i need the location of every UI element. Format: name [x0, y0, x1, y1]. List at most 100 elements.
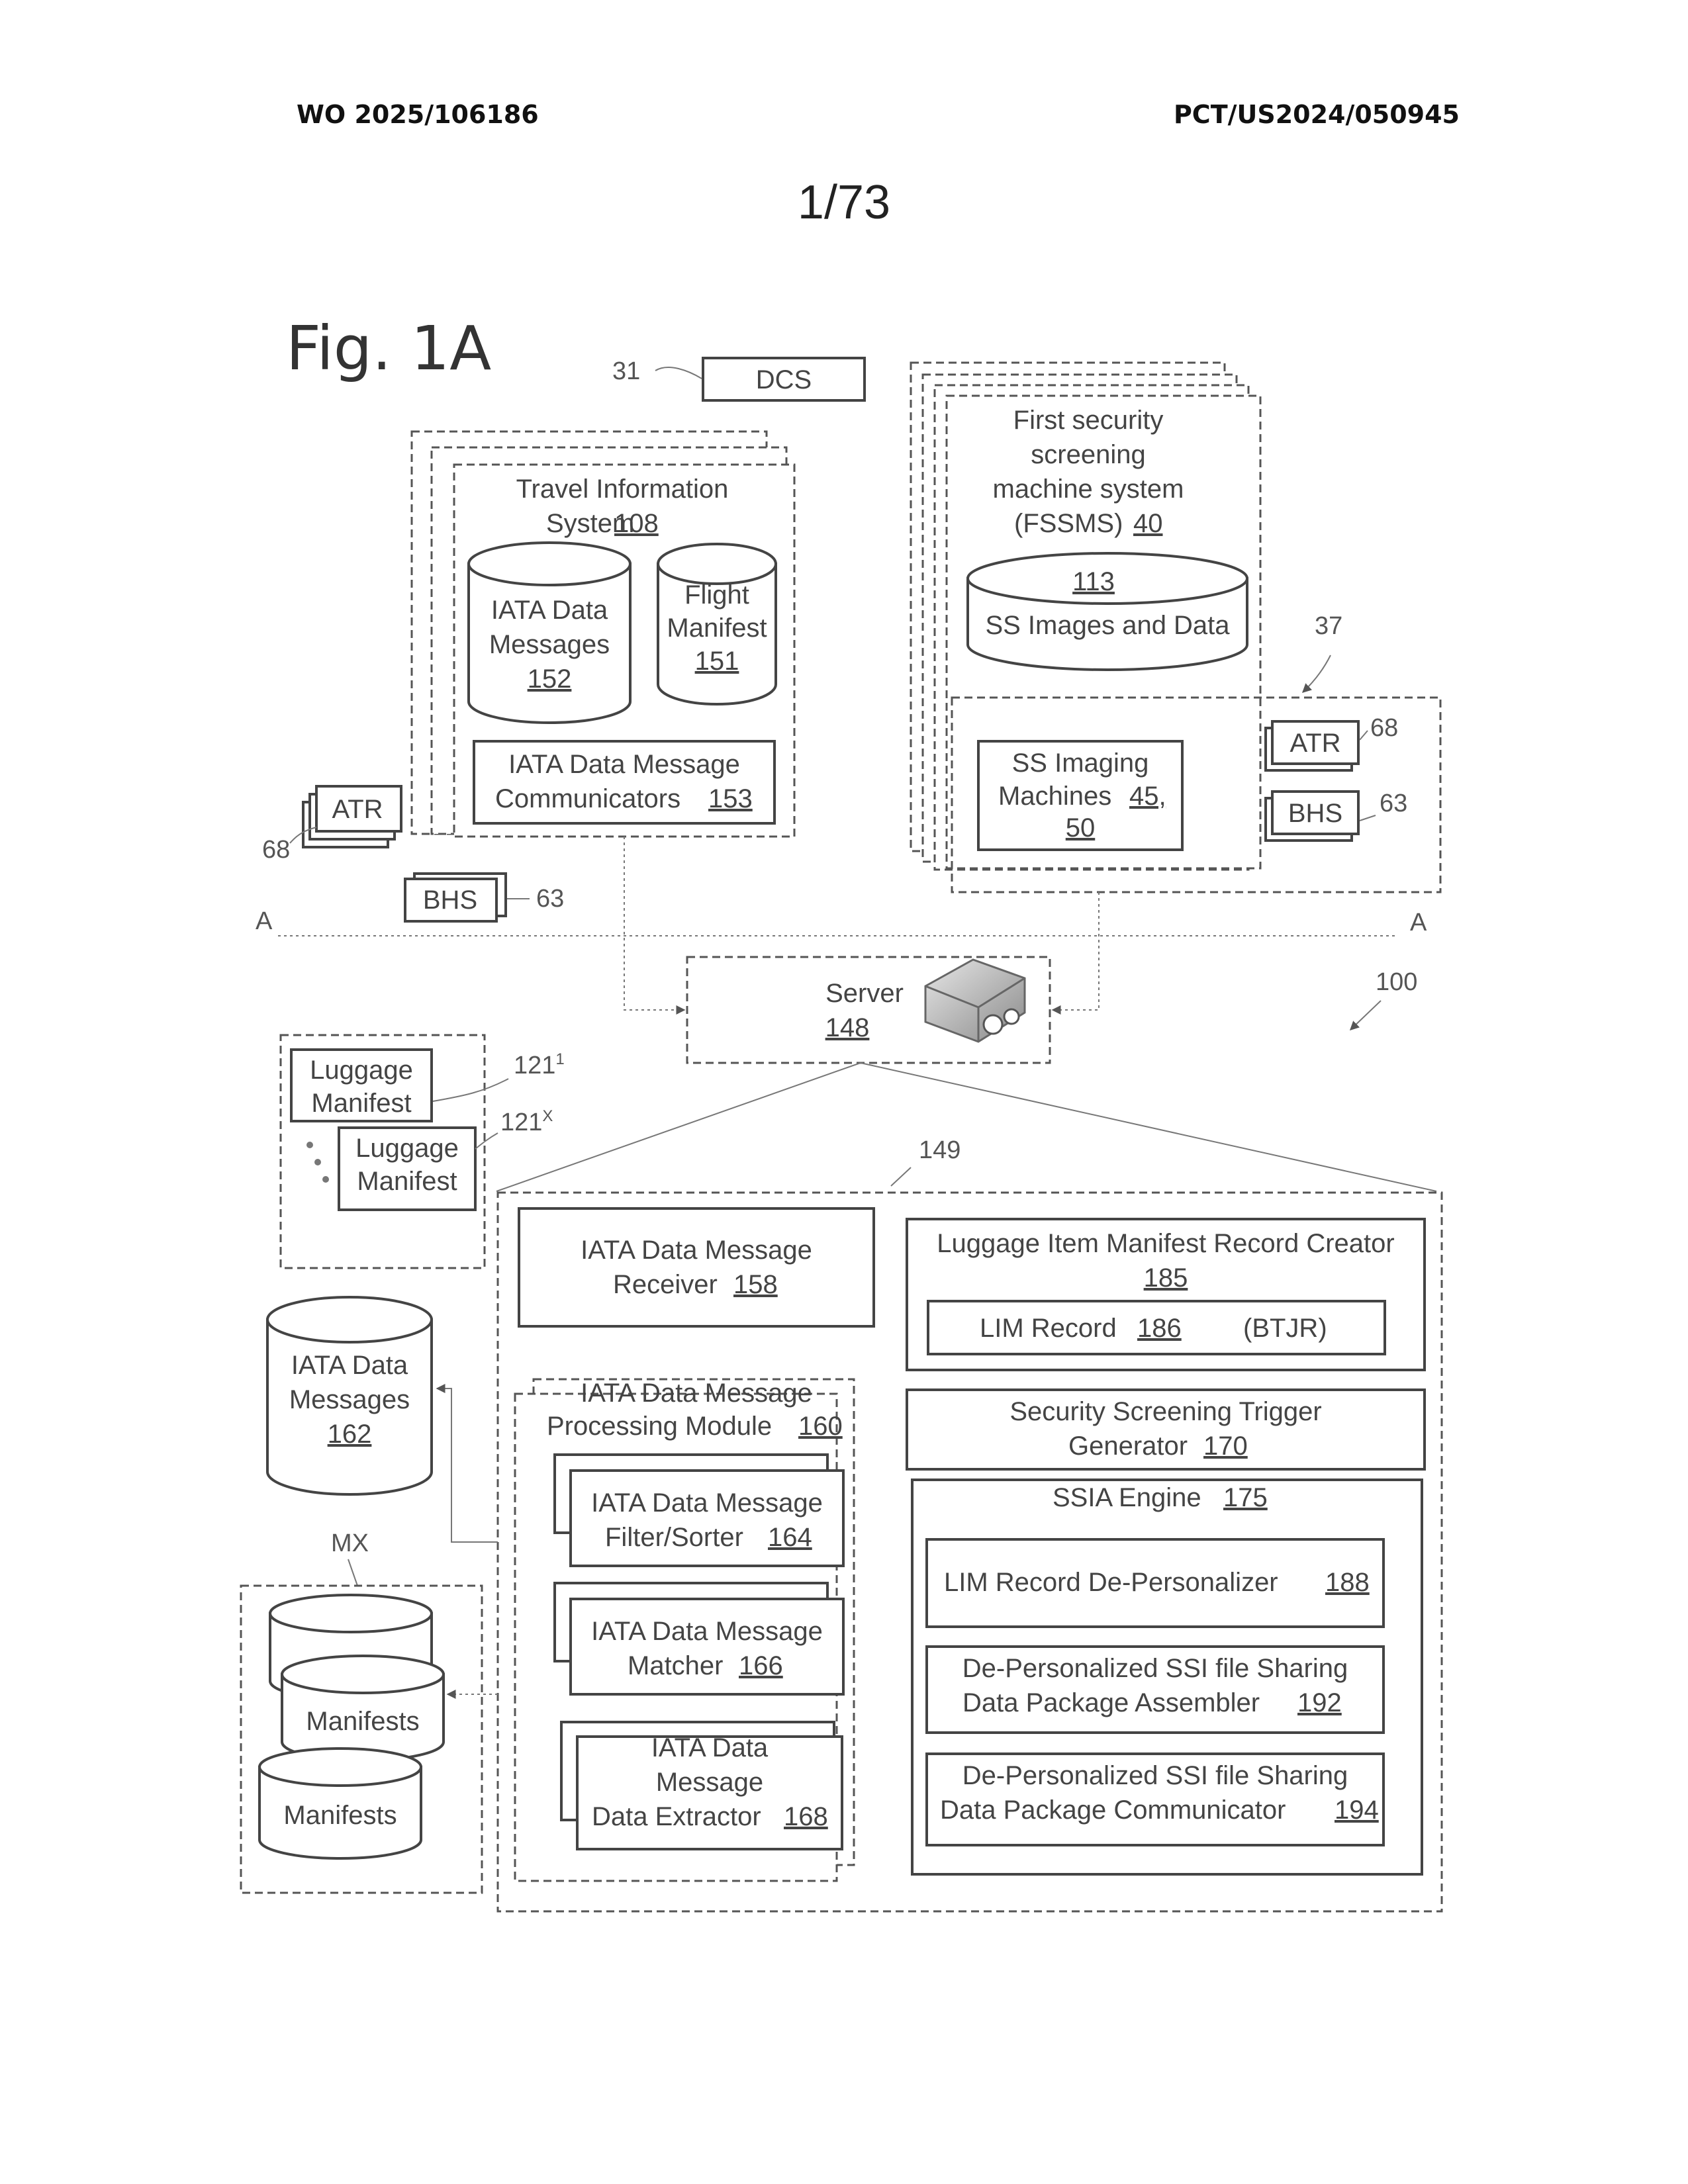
- svg-text:IATA Data: IATA Data: [651, 1733, 769, 1762]
- svg-text:160: 160: [798, 1412, 843, 1441]
- svg-text:(FSSMS): (FSSMS): [1014, 509, 1123, 538]
- svg-text:Processing Module: Processing Module: [547, 1412, 772, 1441]
- luggage-manifest-last-ref: 121X: [500, 1107, 553, 1136]
- mx-label: MX: [331, 1529, 369, 1557]
- svg-text:Data Package Communicator: Data Package Communicator: [940, 1796, 1286, 1825]
- svg-text:IATA Data: IATA Data: [491, 596, 608, 625]
- svg-text:45,: 45,: [1129, 782, 1166, 811]
- svg-text:Machines: Machines: [998, 782, 1111, 811]
- bhs-right-ref: 63: [1380, 790, 1407, 817]
- region-37-ref: 37: [1315, 612, 1342, 640]
- svg-text:Manifest: Manifest: [357, 1167, 457, 1196]
- travel-information-system: Travel Information System 108 IATA Data …: [412, 432, 794, 837]
- svg-text:Data Extractor: Data Extractor: [592, 1802, 761, 1831]
- svg-text:151: 151: [695, 647, 739, 676]
- svg-text:Luggage Item Manifest Record C: Luggage Item Manifest Record Creator: [937, 1229, 1394, 1258]
- application-number: PCT/US2024/050945: [1174, 100, 1460, 129]
- manifests-label-2: Manifests: [283, 1801, 397, 1830]
- svg-text:Receiver: Receiver: [613, 1270, 718, 1299]
- ss-imaging-machines: SS Imaging Machines 45, 50: [978, 741, 1182, 850]
- atr-right-ref: 68: [1370, 714, 1398, 742]
- svg-text:186: 186: [1137, 1314, 1182, 1343]
- svg-text:SS Imaging: SS Imaging: [1012, 749, 1149, 778]
- ss-images-db-113: 113 SS Images and Data: [968, 553, 1247, 670]
- bhs-left: BHS 63: [405, 874, 564, 921]
- svg-text:Security Screening Trigger: Security Screening Trigger: [1009, 1397, 1321, 1426]
- svg-text:158: 158: [733, 1270, 778, 1299]
- tis-title-line1: Travel Information: [516, 475, 729, 504]
- svg-text:Message: Message: [656, 1768, 763, 1797]
- svg-text:170: 170: [1203, 1432, 1248, 1461]
- ellipsis-dot: [306, 1142, 313, 1148]
- data-package-communicator-194: De-Personalized SSI file Sharing Data Pa…: [927, 1754, 1383, 1845]
- iata-messages-db-152: IATA Data Messages 152: [469, 543, 630, 723]
- svg-text:192: 192: [1297, 1688, 1342, 1717]
- ref-100: 100: [1350, 968, 1417, 1030]
- manifests-label-1: Manifests: [306, 1707, 419, 1736]
- iata-messages-db-162: IATA Data Messages 162: [267, 1297, 432, 1494]
- atr-right: ATR 68: [1266, 714, 1398, 770]
- svg-text:113: 113: [1072, 567, 1115, 596]
- svg-text:First security: First security: [1013, 406, 1164, 435]
- svg-text:188: 188: [1325, 1568, 1370, 1597]
- svg-text:153: 153: [708, 784, 753, 813]
- ellipsis-dot: [314, 1159, 321, 1165]
- atr-left-ref: 68: [262, 836, 290, 864]
- svg-text:IATA Data Message: IATA Data Message: [508, 750, 740, 779]
- svg-text:BHS: BHS: [1288, 799, 1342, 828]
- filter-sorter-164: IATA Data Message Filter/Sorter 164: [555, 1455, 843, 1566]
- fssms-to-server-connector: [1053, 892, 1099, 1010]
- atr-left: ATR 68: [262, 786, 401, 864]
- svg-text:149: 149: [919, 1136, 961, 1164]
- server-icon: [925, 960, 1025, 1042]
- dcs-label: DCS: [756, 365, 812, 394]
- svg-text:162: 162: [328, 1420, 372, 1449]
- svg-text:Manifest: Manifest: [311, 1089, 411, 1118]
- svg-text:Flight: Flight: [684, 580, 749, 610]
- bhs-right: BHS 63: [1266, 790, 1407, 841]
- svg-text:ATR: ATR: [1289, 729, 1340, 758]
- flight-manifest-db-151: Flight Manifest 151: [658, 544, 776, 704]
- svg-text:SS Images and Data: SS Images and Data: [985, 611, 1230, 640]
- svg-text:185: 185: [1144, 1263, 1188, 1293]
- svg-text:194: 194: [1335, 1796, 1379, 1825]
- manifests-mx: MX Manifests Manifests: [241, 1529, 482, 1893]
- iata-message-receiver-158: IATA Data Message Receiver 158: [519, 1208, 874, 1326]
- fssms-ref: 40: [1133, 509, 1163, 538]
- svg-text:LIM Record: LIM Record: [980, 1314, 1117, 1343]
- svg-text:Messages: Messages: [289, 1385, 410, 1414]
- svg-text:175: 175: [1223, 1483, 1268, 1512]
- dcs-ref: 31: [612, 357, 640, 385]
- tis-to-server-connector: [624, 837, 684, 1010]
- svg-text:100: 100: [1376, 968, 1417, 996]
- svg-text:Data Package Assembler: Data Package Assembler: [962, 1688, 1260, 1717]
- luggage-manifest-first-ref: 1211: [514, 1050, 565, 1079]
- svg-text:SSIA Engine: SSIA Engine: [1053, 1483, 1201, 1512]
- svg-text:168: 168: [784, 1802, 828, 1831]
- server-label: Server: [825, 979, 904, 1008]
- to-iata-messages-162-connector: [437, 1388, 498, 1542]
- matcher-166: IATA Data Message Matcher 166: [555, 1583, 843, 1694]
- server-148: Server 148: [687, 957, 1050, 1063]
- server-expansion-lines: [496, 1063, 1436, 1191]
- svg-text:IATA Data Message: IATA Data Message: [591, 1488, 823, 1518]
- section-a-left: A: [256, 907, 273, 935]
- server-modules-149: IATA Data Message Receiver 158 Luggage I…: [498, 1193, 1442, 1911]
- ssia-engine-175: SSIA Engine 175 LIM Record De-Personaliz…: [912, 1480, 1422, 1874]
- svg-text:ATR: ATR: [332, 795, 383, 824]
- svg-text:IATA Data Message: IATA Data Message: [591, 1617, 823, 1646]
- lim-record-creator-185: Luggage Item Manifest Record Creator 185…: [907, 1219, 1425, 1370]
- svg-text:Luggage: Luggage: [355, 1134, 459, 1163]
- svg-text:Luggage: Luggage: [310, 1056, 413, 1085]
- svg-text:50: 50: [1066, 813, 1096, 842]
- tis-title-line2: System 108: [546, 509, 659, 538]
- lim-record-depersonalizer-188: LIM Record De-Personalizer 188: [927, 1539, 1383, 1627]
- server-ref: 148: [825, 1013, 870, 1042]
- svg-text:(BTJR): (BTJR): [1243, 1314, 1327, 1343]
- svg-text:Manifest: Manifest: [667, 614, 767, 643]
- svg-text:152: 152: [528, 664, 572, 694]
- figure-title: Fig. 1A: [286, 313, 491, 384]
- svg-text:Generator: Generator: [1068, 1432, 1188, 1461]
- svg-text:De-Personalized SSI file Shari: De-Personalized SSI file Sharing: [962, 1654, 1348, 1683]
